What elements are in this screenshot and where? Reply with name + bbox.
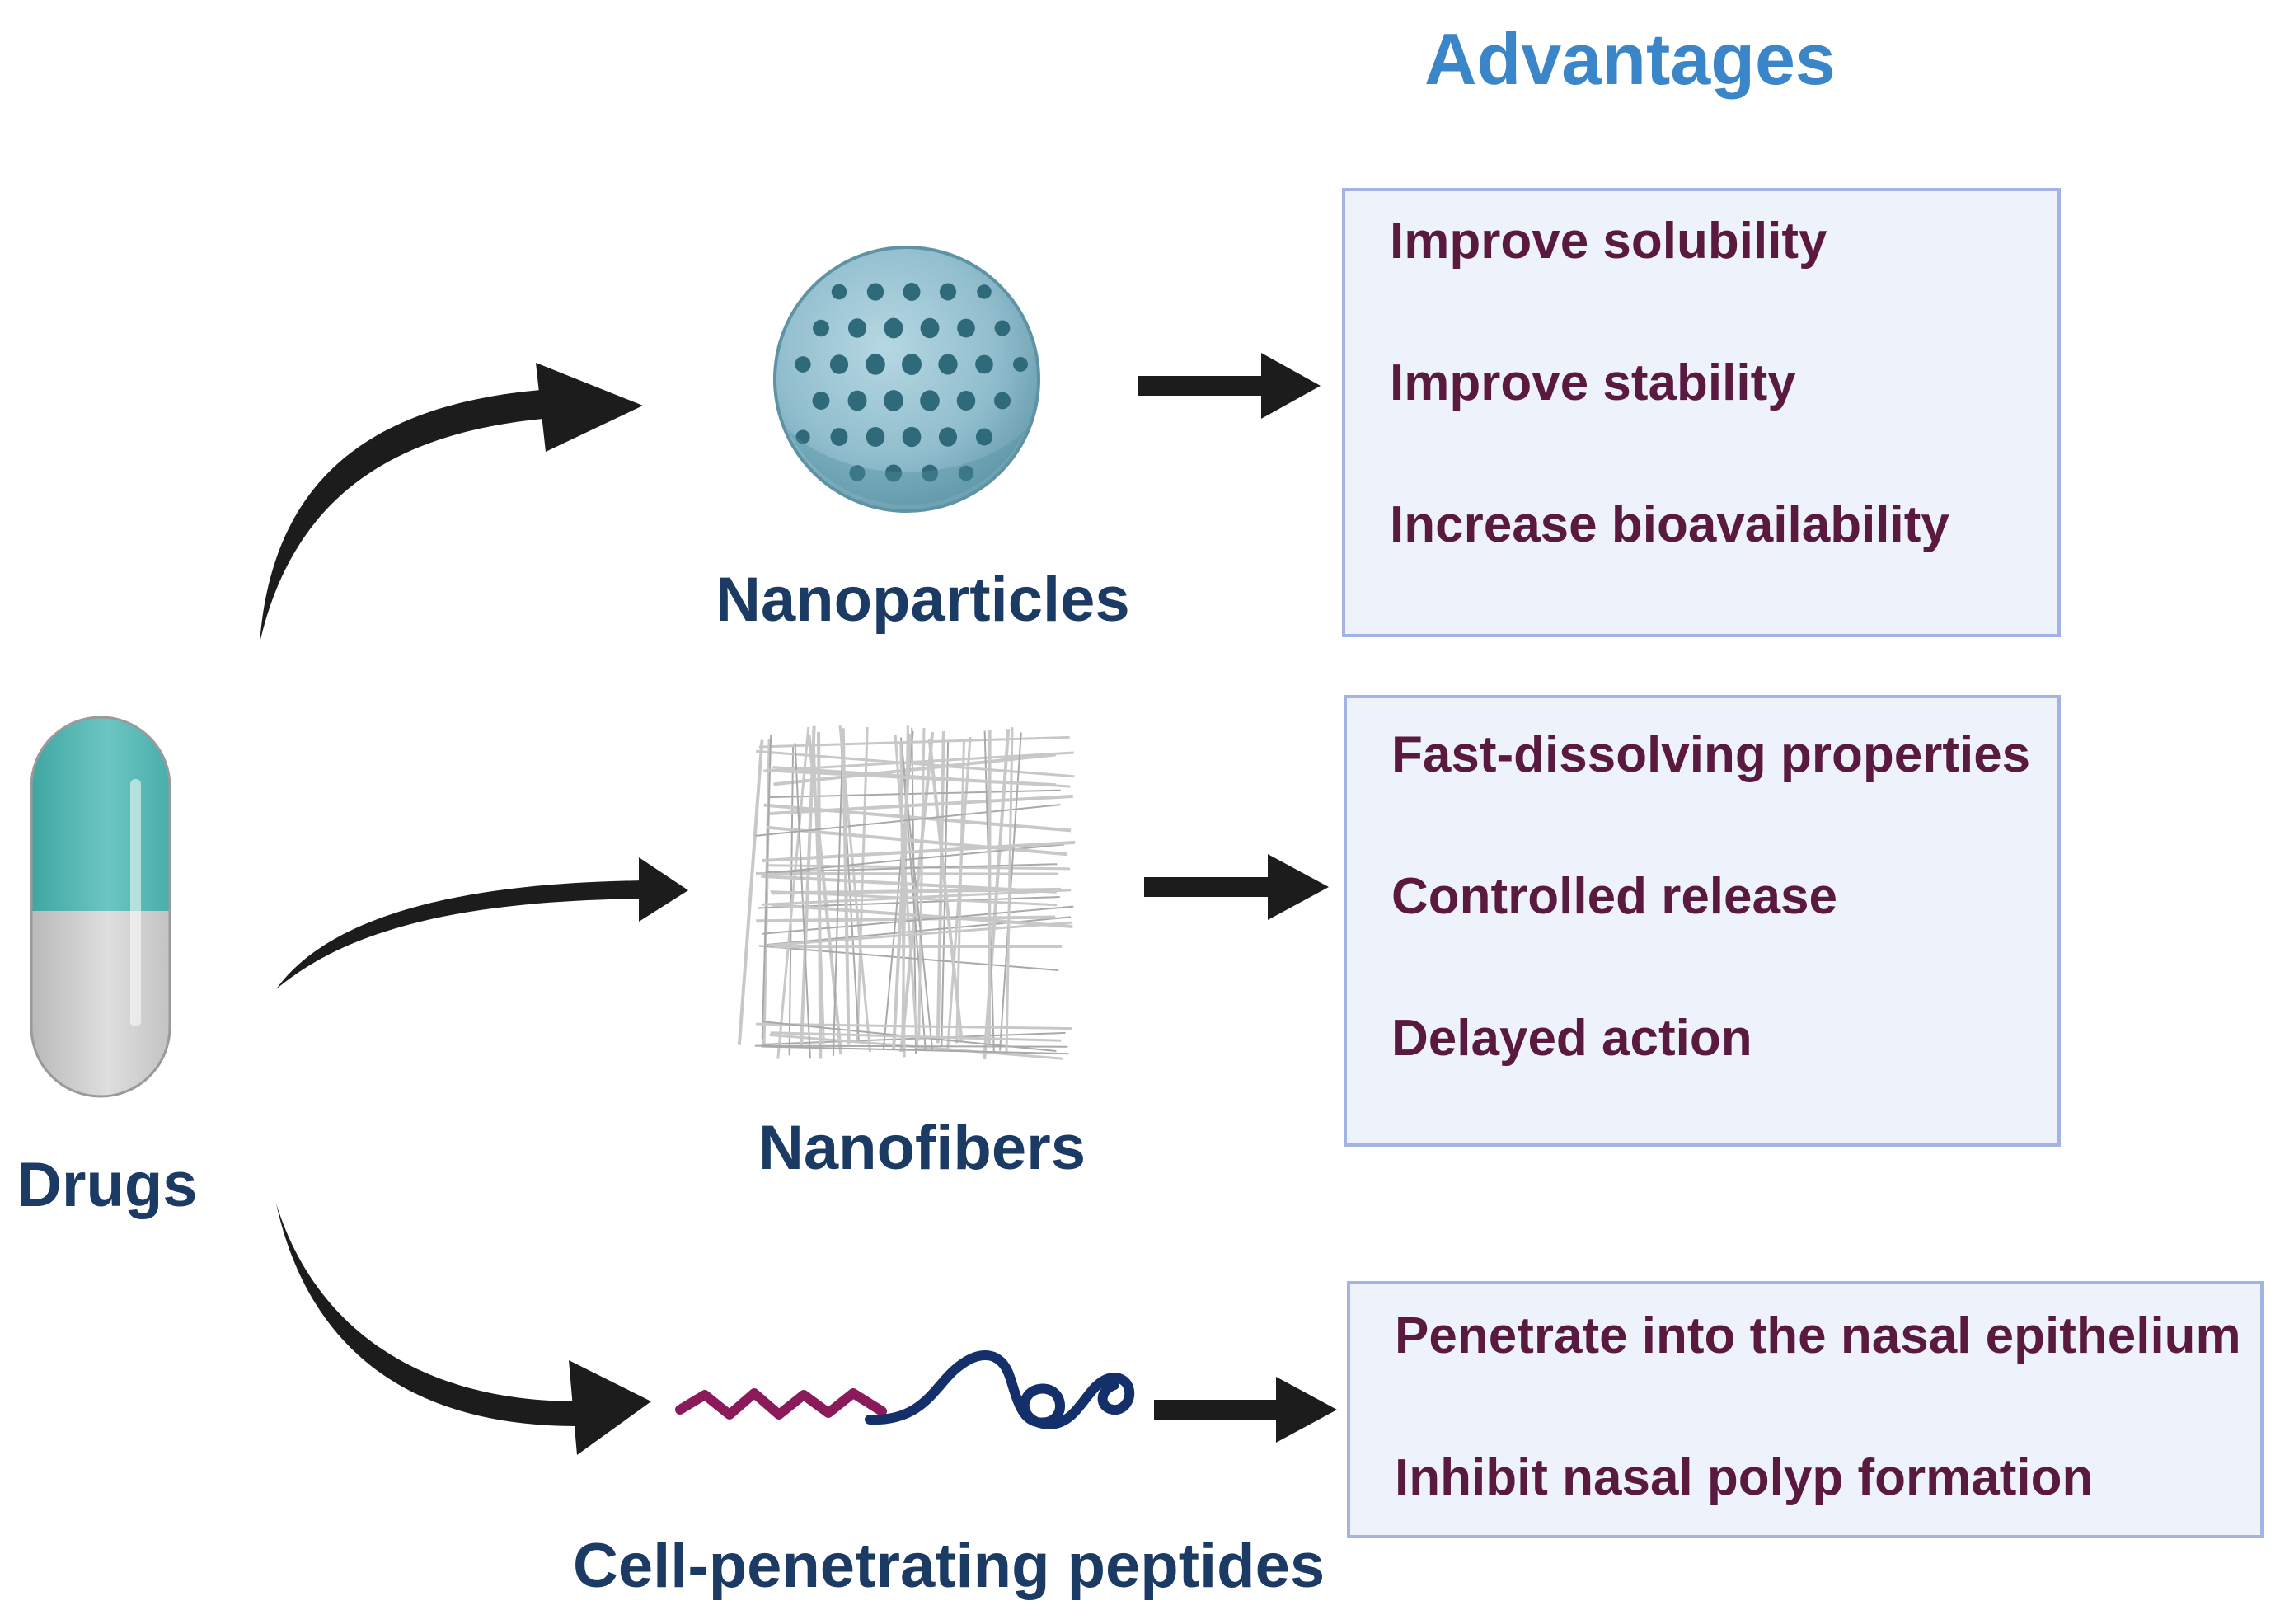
sphere-pore [958, 465, 974, 481]
fiber-strand [841, 728, 851, 1045]
fiber-strand [771, 903, 1073, 928]
advantage-item: Increase bioavailability [1390, 496, 1949, 553]
sphere-pore [866, 354, 885, 375]
sphere-pore [830, 428, 848, 446]
sphere-pore [920, 317, 940, 339]
fiber-strand [799, 725, 816, 1048]
fiber-strand [758, 735, 1070, 749]
advantage-item: Controlled release [1391, 868, 1837, 925]
sphere-pore [866, 427, 885, 447]
sphere-pore [939, 283, 957, 301]
sphere-pore [975, 354, 993, 374]
peptide-chain-icon [675, 1350, 1135, 1429]
nanofibers-label: Nanofibers [758, 1113, 1086, 1183]
fiber-strand [755, 872, 1058, 875]
fiber-strand [946, 736, 972, 1049]
sphere-pore [847, 318, 867, 338]
fiber-strand [762, 905, 1074, 935]
fiber-strand [812, 730, 825, 1044]
sphere-pore [938, 427, 958, 447]
advantages-heading: Advantages [1424, 18, 1836, 100]
curved-arrow-to-nanoparticles [260, 363, 643, 643]
sphere-pore [795, 429, 810, 444]
curved-arrow-to-nanofibers [276, 857, 688, 989]
arrow-peptides-to-advantages [1154, 1377, 1337, 1443]
fiber-strand [761, 889, 1072, 906]
sphere-pore [795, 356, 811, 373]
sphere-pore [977, 284, 992, 299]
fiber-strand [988, 730, 992, 1047]
sphere-pore [938, 354, 958, 375]
fiber-strand [856, 726, 869, 1040]
sphere-pore [831, 284, 847, 300]
fiber-strand [766, 825, 1068, 857]
fiber-strand [737, 739, 764, 1045]
sphere-pore [812, 392, 830, 410]
nanofiber-mesh-icon [737, 725, 1076, 1060]
sphere-pore [957, 318, 975, 338]
cell-penetrating-peptides-label: Cell-penetrating peptides [573, 1531, 1325, 1601]
fiber-strand [794, 743, 811, 1059]
sphere-pore [884, 464, 903, 482]
sphere-pore [902, 426, 922, 448]
peptides-advantages-box: Penetrate into the nasal epithelium Inhi… [1347, 1281, 2264, 1538]
nanoparticle-sphere-icon [773, 246, 1040, 513]
fiber-strand [761, 1045, 1069, 1055]
drugs-label: Drugs [16, 1150, 198, 1220]
arrow-nanoparticles-to-advantages [1138, 353, 1321, 419]
curved-arrow-to-peptides [276, 1204, 651, 1455]
fiber-strand [899, 744, 906, 1058]
nanoparticles-advantages-box: Improve solubility Improve stability Inc… [1342, 188, 2061, 637]
sphere-pore [813, 319, 829, 337]
fiber-strand [762, 1031, 1066, 1045]
fiber-strand [773, 753, 1056, 786]
advantage-item: Improve solubility [1390, 213, 1827, 270]
sphere-pore [884, 317, 903, 339]
sphere-pore [884, 390, 903, 411]
fiber-strand [770, 1031, 1062, 1042]
sphere-pore [866, 283, 884, 301]
fiber-strand [754, 1044, 1068, 1048]
fiber-strand [917, 727, 926, 1041]
sphere-pore [993, 392, 1011, 410]
fiber-strand [762, 840, 1076, 862]
sphere-pore [849, 465, 866, 481]
sphere-pore [829, 354, 849, 374]
advantage-item: Inhibit nasal polyp formation [1395, 1449, 2094, 1506]
sphere-pore [1013, 357, 1028, 372]
sphere-pore [956, 390, 976, 411]
advantage-item: Delayed action [1391, 1010, 1752, 1067]
sphere-pore [994, 320, 1011, 336]
sphere-pore [921, 464, 939, 482]
fiber-strand [765, 863, 1058, 874]
sphere-pore [902, 354, 922, 375]
fiber-strand [761, 735, 772, 1040]
advantage-item: Improve stability [1390, 354, 1796, 411]
sphere-pore [847, 390, 867, 411]
fiber-strand [755, 749, 1075, 778]
fiber-strand [832, 731, 844, 1057]
advantage-item: Penetrate into the nasal epithelium [1395, 1307, 2241, 1364]
fiber-strand [766, 768, 1056, 787]
nanoparticles-label: Nanoparticles [715, 565, 1130, 635]
sphere-pore [975, 428, 993, 446]
drug-capsule-icon [30, 716, 171, 1098]
arrow-nanofibers-to-advantages [1144, 854, 1329, 920]
sphere-pore [920, 390, 940, 411]
nanofibers-advantages-box: Fast-dissolving properties Controlled re… [1344, 695, 2061, 1147]
advantage-item: Fast-dissolving properties [1391, 726, 2031, 783]
sphere-pore [903, 283, 921, 301]
fiber-strand [899, 737, 927, 1050]
